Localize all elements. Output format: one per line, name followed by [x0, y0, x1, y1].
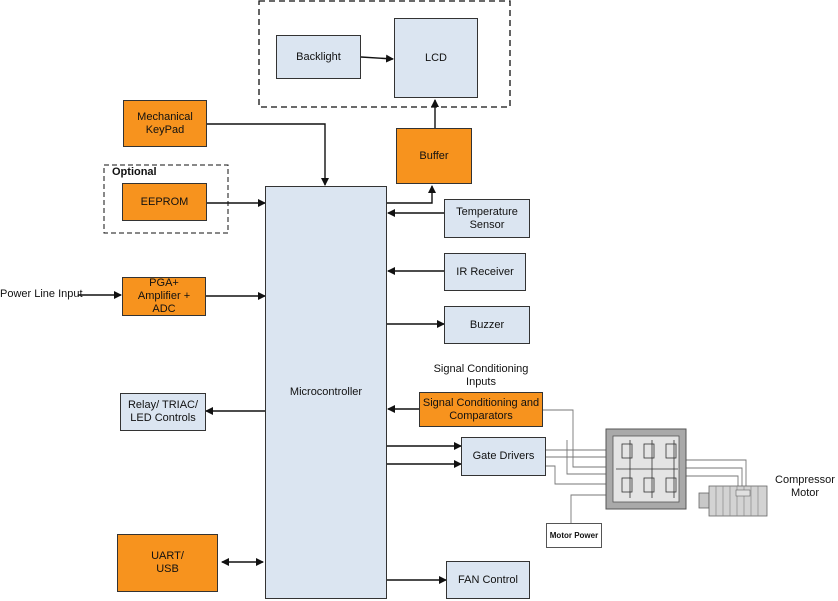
inverter-module-icon — [605, 428, 687, 510]
buzzer-block: Buzzer — [444, 306, 530, 344]
keypad-block: Mechanical KeyPad — [123, 100, 207, 147]
backlight-block: Backlight — [276, 35, 361, 79]
motor-phase-wire-2 — [685, 467, 743, 492]
buffer-block: Buffer — [396, 128, 472, 184]
signal-conditioning-inputs-label: Signal Conditioning Inputs — [433, 363, 529, 388]
keypad-to-mcu-arrow — [206, 123, 329, 186]
uart-usb-block: UART/ USB — [117, 534, 218, 592]
temperature-sensor-block: Temperature Sensor — [444, 199, 530, 238]
sense-wire-1 — [566, 440, 607, 475]
motor-power-wire — [570, 494, 607, 523]
optional-label: Optional — [112, 166, 157, 178]
gate-drivers-block: Gate Drivers — [461, 437, 546, 476]
compressor-motor-icon — [698, 485, 768, 517]
motor-phase-wire-1 — [685, 459, 747, 492]
eeprom-block: EEPROM — [122, 183, 207, 221]
relay-triac-led-block: Relay/ TRIAC/ LED Controls — [120, 393, 206, 431]
lcd-block: LCD — [394, 18, 478, 98]
signal-feedback-wire — [515, 409, 607, 468]
fan-control-block: FAN Control — [446, 561, 530, 599]
pga-amplifier-adc-block: PGA+ Amplifier + ADC — [122, 277, 206, 316]
lcd-group-dashed-box — [258, 0, 511, 108]
backlight-to-lcd-arrow — [360, 54, 394, 63]
motor-power-block: Motor Power — [546, 523, 602, 548]
mcu-to-buffer-arrow — [387, 185, 436, 204]
power-line-input-label: Power Line Input — [0, 288, 83, 300]
ir-receiver-block: IR Receiver — [444, 253, 526, 291]
signal-conditioning-block: Signal Conditioning and Comparators — [419, 392, 543, 427]
microcontroller-block: Microcontroller — [265, 186, 387, 599]
gate-wire-3 — [546, 465, 607, 485]
compressor-motor-label: Compressor Motor — [775, 474, 835, 499]
